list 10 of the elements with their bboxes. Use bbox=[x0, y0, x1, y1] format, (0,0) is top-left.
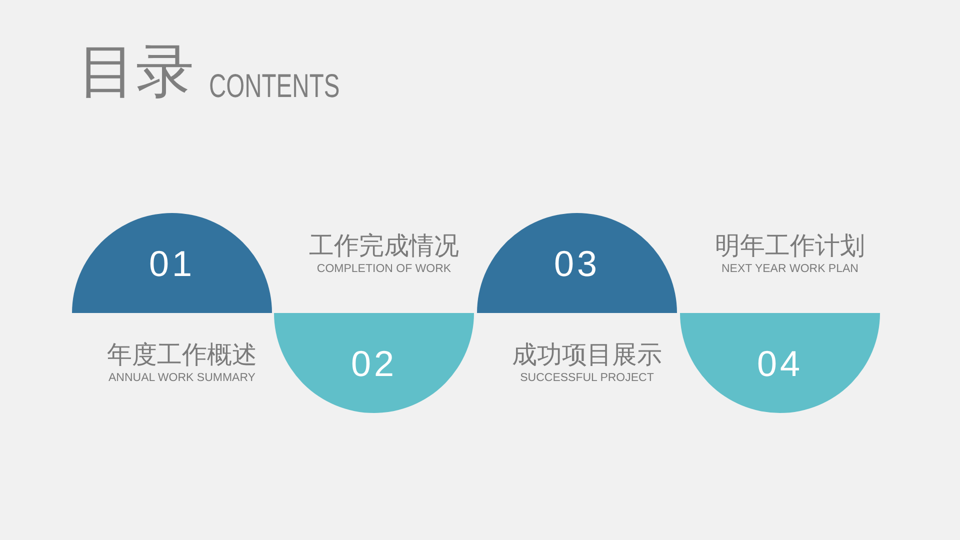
heading-text: 工作完成情况 bbox=[308, 231, 460, 261]
subtitle-text: NEXT YEAR WORK PLAN bbox=[720, 262, 860, 276]
subtitle-text: SUCCESSFUL PROJECT bbox=[519, 371, 655, 385]
heading-text: 成功项目展示 bbox=[511, 340, 663, 370]
heading-text: 年度工作概述 bbox=[106, 340, 258, 370]
heading-text: 明年工作计划 bbox=[714, 231, 866, 261]
subtitle: CONTENTS bbox=[209, 66, 340, 106]
subtitle-text: ANNUAL WORK SUMMARY bbox=[108, 371, 256, 385]
title: 目录 bbox=[78, 38, 194, 106]
subtitle-text: COMPLETION OF WORK bbox=[316, 262, 452, 276]
